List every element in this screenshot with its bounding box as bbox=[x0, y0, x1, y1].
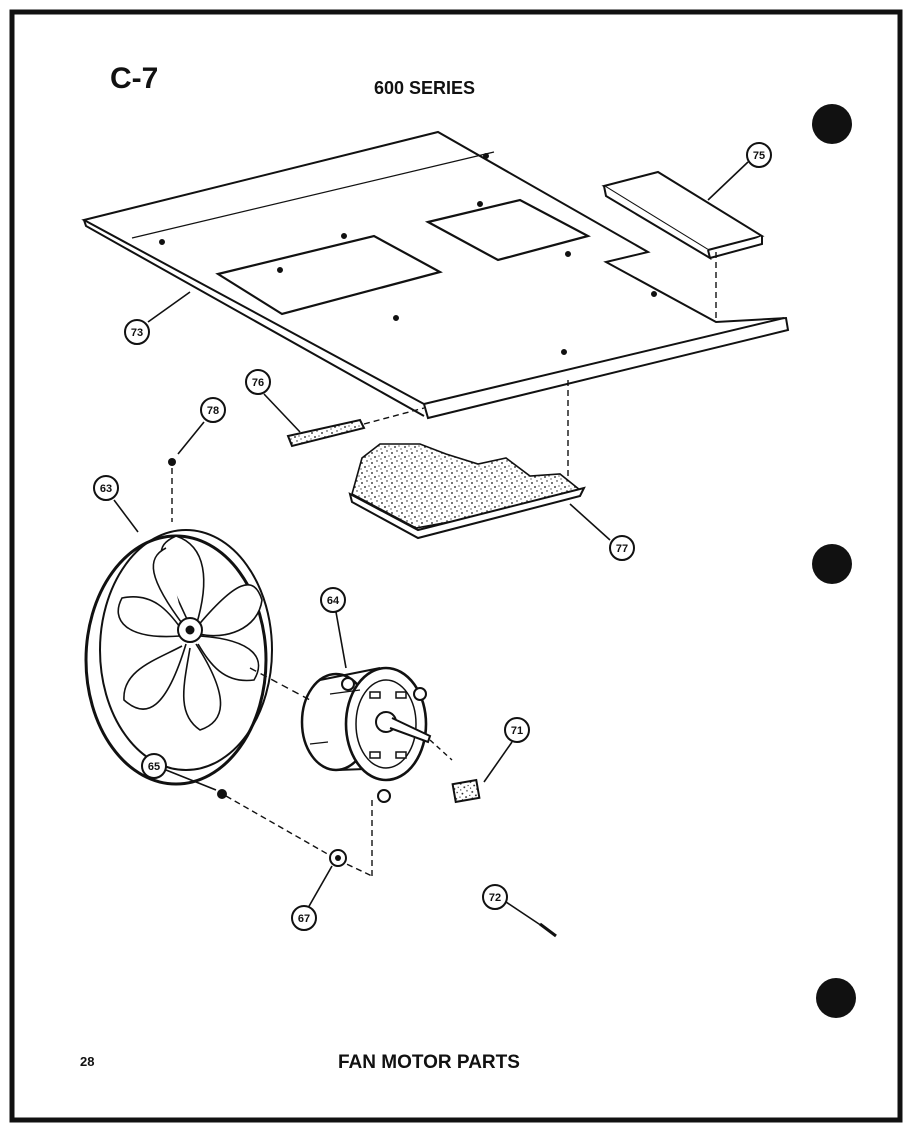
bracket-part bbox=[601, 170, 765, 261]
svg-text:71: 71 bbox=[511, 725, 523, 737]
leader-lines bbox=[113, 161, 749, 927]
punch-hole-middle bbox=[812, 544, 852, 584]
strip-part bbox=[286, 418, 366, 448]
svg-text:75: 75 bbox=[753, 150, 765, 162]
svg-text:64: 64 bbox=[327, 595, 340, 607]
leader-dashed-mount bbox=[225, 795, 373, 877]
svg-text:63: 63 bbox=[100, 483, 112, 495]
fan-blade-assembly bbox=[84, 529, 273, 786]
callout-75: 75 bbox=[746, 142, 772, 168]
svg-text:72: 72 bbox=[489, 892, 501, 904]
figure-code: C-7 bbox=[110, 62, 158, 95]
page-number: 28 bbox=[80, 1054, 94, 1069]
svg-text:76: 76 bbox=[252, 377, 264, 389]
svg-text:73: 73 bbox=[131, 327, 143, 339]
screw-part bbox=[539, 922, 557, 938]
callout-64: 64 bbox=[320, 587, 346, 613]
grommet-part bbox=[329, 849, 347, 867]
series-title: 600 SERIES bbox=[374, 78, 475, 98]
punch-hole-bottom bbox=[816, 978, 856, 1018]
callout-71: 71 bbox=[504, 717, 530, 743]
page-caption: FAN MOTOR PARTS bbox=[338, 1052, 520, 1073]
callout-77: 77 bbox=[609, 535, 635, 561]
callout-72: 72 bbox=[482, 884, 508, 910]
callout-76: 76 bbox=[245, 369, 271, 395]
leader-dashed-blade-motor bbox=[249, 667, 311, 701]
svg-text:78: 78 bbox=[207, 405, 219, 417]
clip-part bbox=[451, 778, 481, 804]
callout-65: 65 bbox=[141, 753, 167, 779]
top-panel bbox=[81, 130, 790, 420]
insulation-pad bbox=[348, 443, 586, 540]
svg-text:65: 65 bbox=[148, 761, 160, 773]
callout-73: 73 bbox=[124, 319, 150, 345]
page-border bbox=[9, 9, 903, 1123]
nut-part bbox=[168, 458, 176, 466]
svg-text:67: 67 bbox=[298, 913, 310, 925]
leader-dashed-76 bbox=[363, 407, 425, 425]
callout-63: 63 bbox=[93, 475, 119, 501]
callout-67: 67 bbox=[291, 905, 317, 931]
leader-dashed-71 bbox=[429, 739, 453, 761]
callout-78: 78 bbox=[200, 397, 226, 423]
svg-text:77: 77 bbox=[616, 543, 628, 555]
punch-hole-top bbox=[812, 104, 852, 144]
nut-part-65 bbox=[217, 789, 227, 799]
fan-motor bbox=[300, 666, 432, 803]
